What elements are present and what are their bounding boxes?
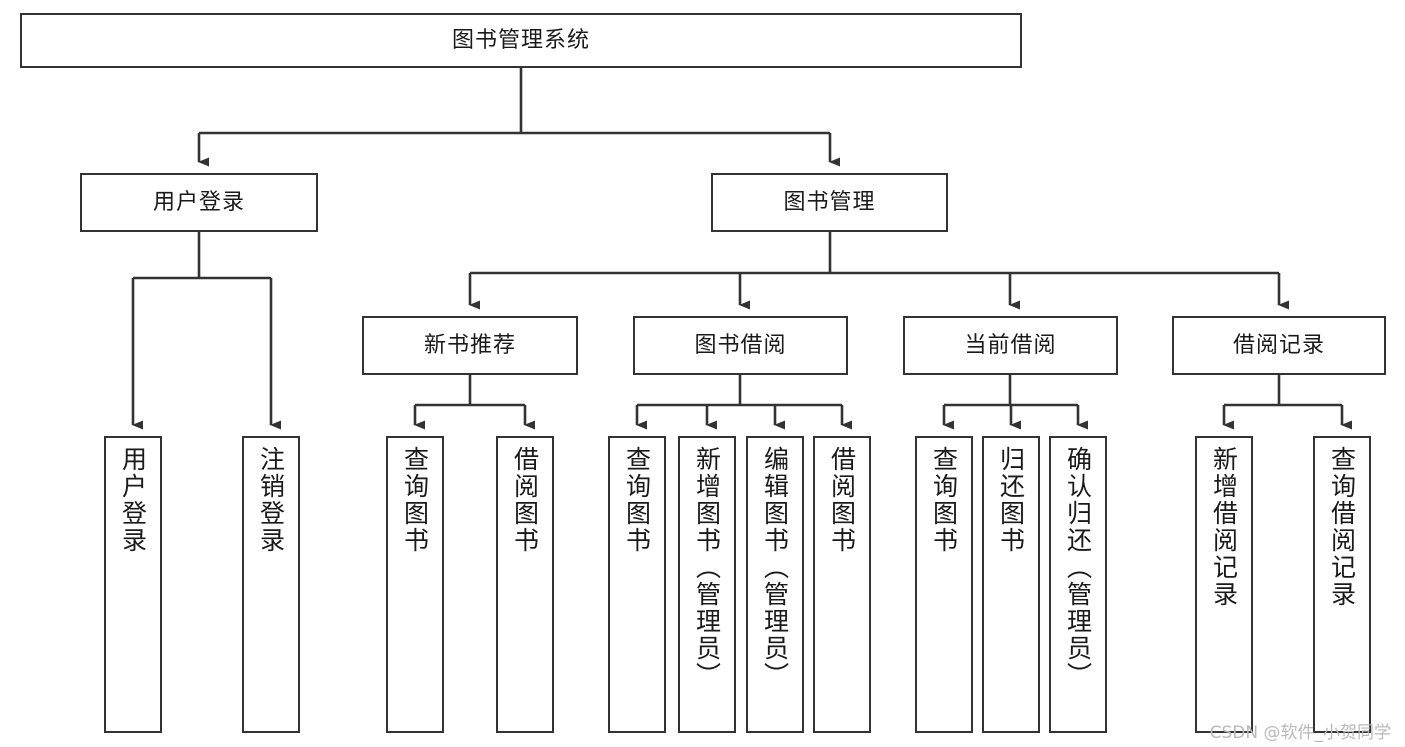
node-user-login[interactable]: 用户登录 (80, 173, 318, 232)
node-label: 图书管理系统 (451, 27, 590, 53)
node-root-system[interactable]: 图书管理系统 (20, 13, 1022, 68)
node-label: 查询图书 (622, 446, 652, 554)
node-label: 查询图书 (400, 446, 430, 554)
node-label: 查询图书 (929, 446, 959, 554)
leaf-new-book-borrow[interactable]: 借阅图书 (496, 436, 554, 733)
node-label: 图书管理 (783, 189, 876, 215)
node-borrow-record[interactable]: 借阅记录 (1172, 316, 1386, 375)
node-current-borrow[interactable]: 当前借阅 (903, 316, 1118, 375)
leaf-borrow-record-add[interactable]: 新增借阅记录 (1195, 436, 1253, 733)
leaf-borrow-record-query[interactable]: 查询借阅记录 (1313, 436, 1371, 733)
node-label: 新增图书（管理员） (692, 446, 722, 689)
node-label: 查询借阅记录 (1327, 446, 1357, 608)
leaf-current-borrow-confirm-return[interactable]: 确认归还（管理员） (1049, 436, 1107, 733)
leaf-user-login-signin[interactable]: 用户登录 (104, 436, 162, 733)
leaf-book-borrow-add[interactable]: 新增图书（管理员） (678, 436, 736, 733)
node-label: 用户登录 (152, 189, 245, 215)
node-label: 借阅图书 (827, 446, 857, 554)
leaf-user-login-signout[interactable]: 注销登录 (242, 436, 300, 733)
leaf-current-borrow-return[interactable]: 归还图书 (982, 436, 1040, 733)
leaf-new-book-query[interactable]: 查询图书 (386, 436, 444, 733)
leaf-book-borrow-query[interactable]: 查询图书 (608, 436, 666, 733)
node-label: 确认归还（管理员） (1063, 446, 1093, 689)
node-label: 注销登录 (256, 446, 286, 554)
node-label: 用户登录 (118, 446, 148, 554)
leaf-current-borrow-query[interactable]: 查询图书 (915, 436, 973, 733)
leaf-book-borrow-lend[interactable]: 借阅图书 (813, 436, 871, 733)
node-label: 归还图书 (996, 446, 1026, 554)
csdn-watermark: CSDN @软件_小贺同学 (1209, 723, 1391, 743)
node-label: 编辑图书（管理员） (760, 446, 790, 689)
node-book-management[interactable]: 图书管理 (711, 173, 948, 232)
node-book-borrow[interactable]: 图书借阅 (633, 316, 848, 375)
leaf-book-borrow-edit[interactable]: 编辑图书（管理员） (746, 436, 804, 733)
node-label: 借阅记录 (1232, 332, 1325, 358)
node-label: 借阅图书 (510, 446, 540, 554)
node-label: 新增借阅记录 (1209, 446, 1239, 608)
node-label: 当前借阅 (964, 332, 1057, 358)
node-label: 新书推荐 (423, 332, 516, 358)
node-label: 图书借阅 (694, 332, 787, 358)
node-new-book-recommend[interactable]: 新书推荐 (362, 316, 578, 375)
